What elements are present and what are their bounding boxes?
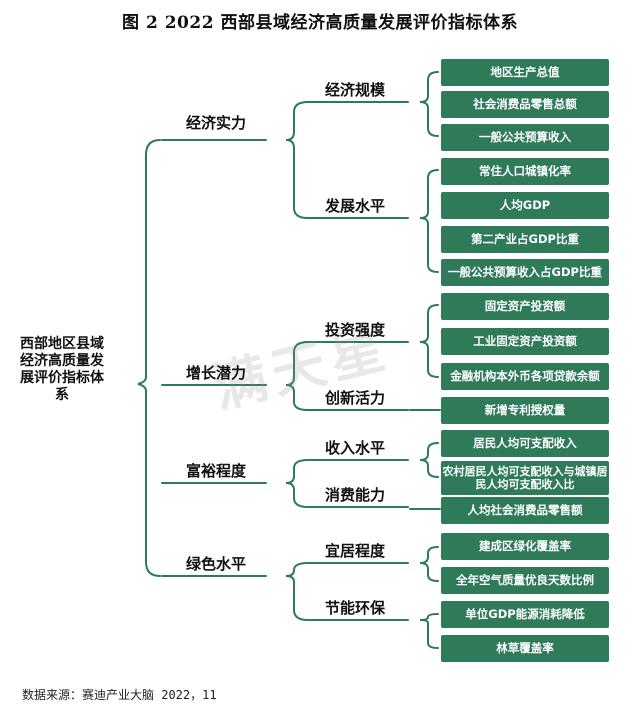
- dim-brace-2: [285, 459, 309, 508]
- indicator-box: 常住人口城镇化率: [441, 158, 609, 185]
- indicator-box: 金融机构本外币各项贷款余额: [441, 363, 609, 390]
- group-label: 创新活力: [324, 389, 385, 407]
- indicator-box: 单位GDP能源消耗降低: [441, 601, 609, 628]
- grp-brace-2: [419, 304, 439, 378]
- indicator-box: 新增专利授权量: [441, 397, 609, 424]
- indicator-box: 第二产业占GDP比重: [441, 226, 609, 253]
- grp-brace-1: [419, 169, 439, 273]
- dim-brace-0: [285, 101, 309, 219]
- group-label: 消费能力: [324, 486, 385, 504]
- grp-brace-4: [419, 442, 439, 478]
- root-node: 西部地区县域经济高质量发展评价指标体系: [20, 336, 104, 403]
- indicator-box: 林草覆盖率: [441, 635, 609, 662]
- indicator-box: 农村居民人均可支配收入与城镇居民人均可支配收入比: [441, 461, 609, 495]
- indicator-box: 居民人均可支配收入: [441, 430, 609, 457]
- group-label: 宜居程度: [324, 542, 385, 560]
- group-label: 节能环保: [324, 599, 385, 617]
- indicator-box: 一般公共预算收入: [441, 124, 609, 151]
- data-source-note: 数据来源：赛迪产业大脑 2022，11: [22, 688, 217, 702]
- grp-brace-6: [419, 546, 439, 582]
- dimension-label: 增长潜力: [185, 364, 246, 382]
- dim-brace-1: [285, 341, 309, 411]
- dimension-label: 富裕程度: [185, 462, 246, 480]
- indicator-box: 建成区绿化覆盖率: [441, 533, 609, 560]
- indicator-box: 人均GDP: [441, 192, 609, 219]
- indicator-box: 人均社会消费品零售额: [441, 497, 609, 524]
- root-brace: [137, 139, 161, 577]
- indicator-box: 固定资产投资额: [441, 293, 609, 320]
- dimension-label: 绿色水平: [185, 555, 246, 573]
- indicator-box: 地区生产总值: [441, 59, 609, 86]
- group-label: 收入水平: [324, 439, 385, 457]
- grp-brace-0: [419, 71, 439, 137]
- figure-title: 图 2 2022 西部县域经济高质量发展评价指标体系: [122, 13, 518, 33]
- indicator-box: 一般公共预算收入占GDP比重: [441, 259, 609, 286]
- indicator-box: 全年空气质量优良天数比例: [441, 567, 609, 594]
- group-label: 经济规模: [324, 81, 385, 99]
- group-label: 发展水平: [324, 197, 385, 215]
- group-label: 投资强度: [324, 321, 385, 339]
- indicator-box: 社会消费品零售总额: [441, 91, 609, 118]
- dimension-label: 经济实力: [185, 114, 246, 132]
- dim-brace-3: [285, 562, 309, 621]
- grp-brace-7: [419, 613, 439, 649]
- indicator-box: 工业固定资产投资额: [441, 328, 609, 355]
